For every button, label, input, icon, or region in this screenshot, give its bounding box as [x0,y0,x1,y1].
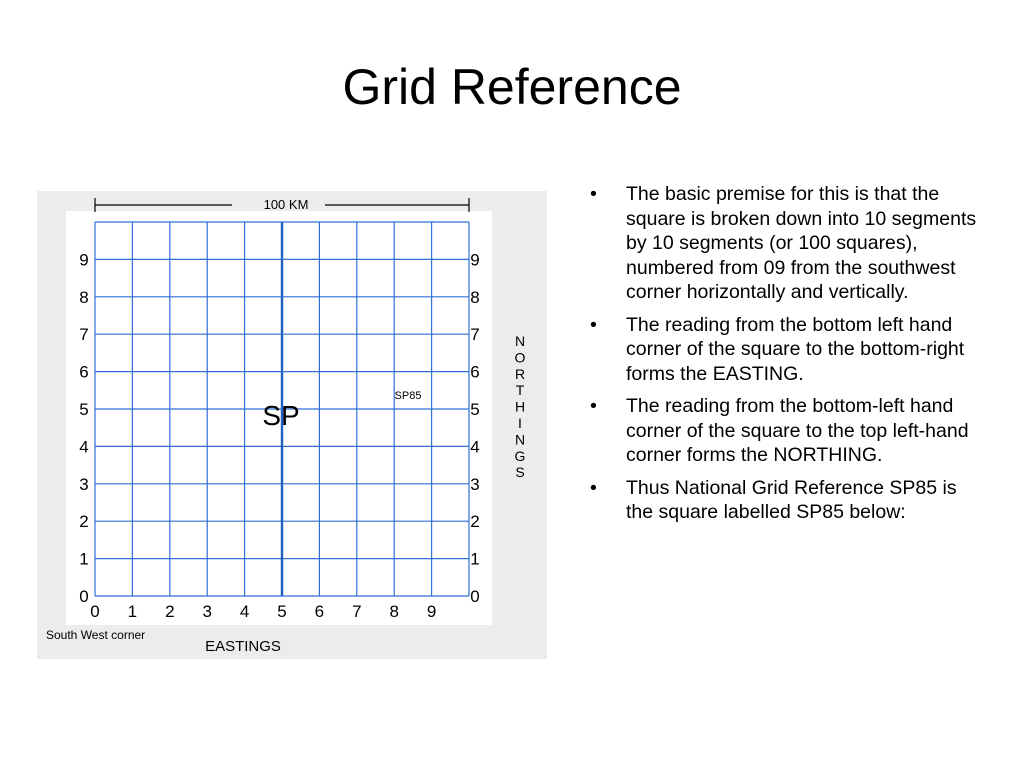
northing-tick-label-left: 1 [79,550,88,569]
northing-tick-label-right: 1 [470,550,479,569]
easting-tick-label: 6 [315,602,324,621]
easting-tick-label: 3 [202,602,211,621]
bullet-item: • The reading from the bottom left hand … [588,313,978,387]
northing-tick-label-right: 2 [470,512,479,531]
northing-tick-label-right: 7 [470,325,479,344]
bullet-dot: • [590,183,597,205]
northing-tick-label-right: 5 [470,400,479,419]
grid-backdrop [66,211,492,625]
corner-label: South West corner [46,628,145,642]
northings-letter: O [515,349,526,365]
easting-tick-label: 4 [240,602,249,621]
slide-title: Grid Reference [342,59,682,115]
northing-tick-label-left: 5 [79,400,88,419]
northing-tick-label-left: 6 [79,363,88,382]
northings-letter: T [516,382,525,398]
bullet-item: • The reading from the bottom-left hand … [588,394,978,468]
easting-tick-label: 9 [427,602,436,621]
northings-letter: N [515,431,525,447]
northings-letter: S [515,464,524,480]
easting-tick-label: 7 [352,602,361,621]
bullet-item: • Thus National Grid Reference SP85 is t… [588,476,978,525]
bullet-text: The reading from the bottom left hand co… [626,313,965,385]
grid-lines [94,221,470,597]
easting-tick-label: 2 [165,602,174,621]
eastings-label: EASTINGS [205,638,281,655]
northing-tick-label-left: 4 [79,437,88,456]
northing-tick-label-left: 3 [79,475,88,494]
northing-tick-label-right: 0 [470,587,479,606]
bullet-text: Thus National Grid Reference SP85 is the… [626,476,957,524]
northing-tick-label-left: 0 [79,587,88,606]
northing-tick-label-right: 8 [470,288,479,307]
northing-tick-label-left: 8 [79,288,88,307]
bullet-item: • The basic premise for this is that the… [588,182,978,305]
bullet-text: The basic premise for this is that the s… [626,183,977,303]
bullet-dot: • [590,395,597,417]
northings-letter: N [515,333,525,349]
bullet-dot: • [590,313,597,336]
easting-tick-label: 1 [128,602,137,621]
bullet-text: The reading from the bottom-left hand co… [626,395,969,466]
northings-letter: G [515,448,526,464]
northing-tick-label-right: 6 [470,363,479,382]
easting-tick-label: 5 [277,602,286,621]
square-label: SP [262,400,299,431]
northings-letter: R [515,366,525,382]
bullet-list: • The basic premise for this is that the… [588,182,978,533]
northing-tick-label-right: 9 [470,250,479,269]
bullet-dot: • [590,476,597,499]
northings-letter: H [515,399,525,415]
cell-label: SP85 [395,390,422,402]
northing-tick-label-left: 9 [79,250,88,269]
northings-letter: I [518,415,522,431]
easting-tick-label: 8 [389,602,398,621]
scale-label: 100 KM [264,197,309,212]
northing-tick-label-left: 2 [79,512,88,531]
northing-tick-label-right: 4 [470,437,479,456]
northing-tick-label-right: 3 [470,475,479,494]
northing-tick-label-left: 7 [79,325,88,344]
easting-tick-label: 0 [90,602,99,621]
